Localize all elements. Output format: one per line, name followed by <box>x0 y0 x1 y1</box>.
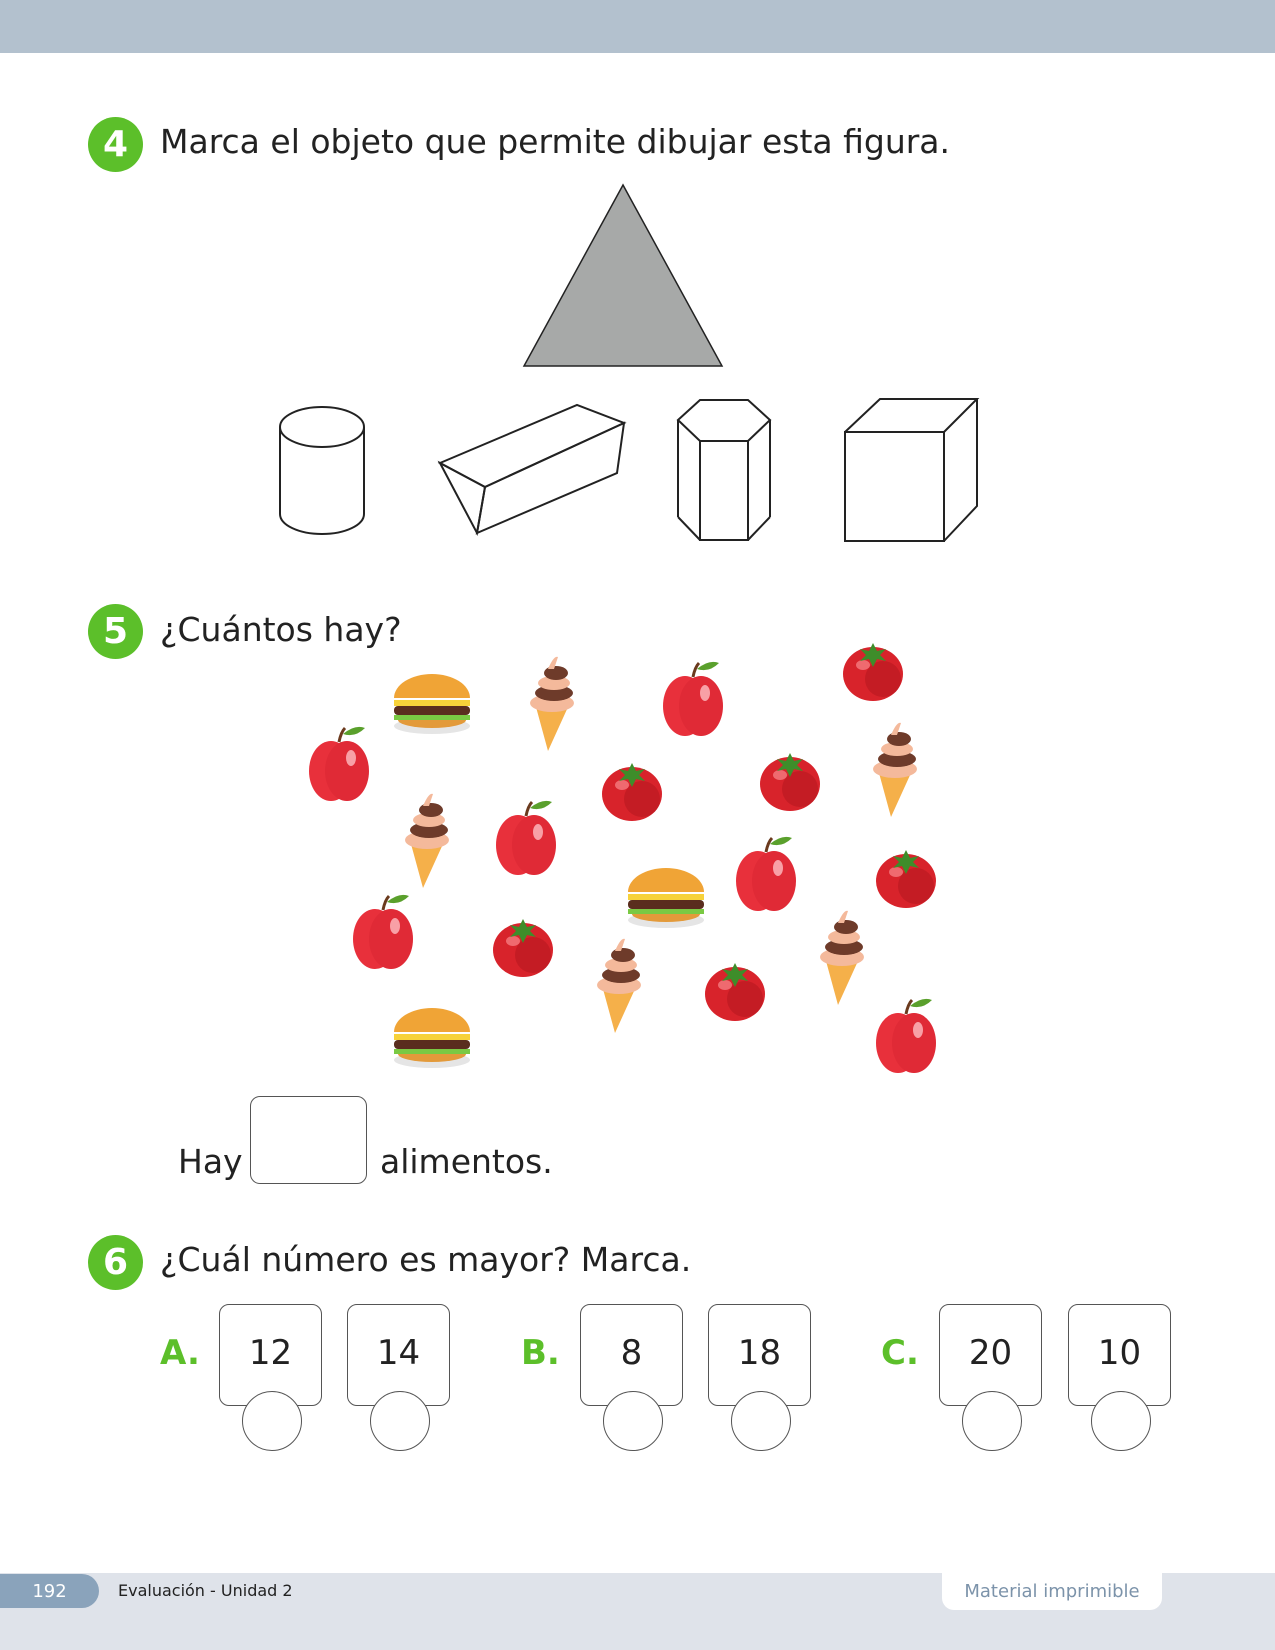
tomato-icon <box>602 763 662 821</box>
apple-icon <box>876 998 936 1073</box>
ice-cream-icon <box>873 722 917 817</box>
count-answer-box[interactable] <box>250 1096 367 1184</box>
option-a-checkbox-2[interactable] <box>370 1391 430 1451</box>
hexagonal-prism-option[interactable] <box>676 399 772 541</box>
page-number: 192 <box>0 1574 99 1608</box>
apple-icon <box>736 836 796 911</box>
burger-icon <box>394 674 470 734</box>
shapes-figure <box>279 183 980 542</box>
option-c-checkbox-2[interactable] <box>1091 1391 1151 1451</box>
printable-material-tab: Material imprimible <box>942 1573 1162 1610</box>
option-b-checkbox-1[interactable] <box>603 1391 663 1451</box>
cylinder-option[interactable] <box>279 406 365 535</box>
footer-unit: Evaluación - Unidad 2 <box>118 1581 293 1600</box>
option-a-label: A. <box>160 1333 200 1373</box>
cube-option[interactable] <box>844 398 980 542</box>
food-items <box>309 643 936 1073</box>
apple-icon <box>309 726 369 801</box>
tomato-icon <box>760 753 820 811</box>
option-a-number-2: 14 <box>347 1304 450 1406</box>
question-4-text: Marca el objeto que permite dibujar esta… <box>160 122 951 161</box>
burger-icon <box>628 868 704 928</box>
question-number-5: 5 <box>88 604 143 659</box>
tomato-icon <box>876 850 936 908</box>
top-bar <box>0 0 1275 53</box>
apple-icon <box>663 661 723 736</box>
triangle-figure <box>522 183 724 367</box>
option-a-checkbox-1[interactable] <box>242 1391 302 1451</box>
option-b-checkbox-2[interactable] <box>731 1391 791 1451</box>
question-number-4: 4 <box>88 117 143 172</box>
option-a-number-1: 12 <box>219 1304 322 1406</box>
ice-cream-icon <box>530 656 574 751</box>
option-c-checkbox-1[interactable] <box>962 1391 1022 1451</box>
ice-cream-icon <box>597 938 641 1033</box>
ice-cream-icon <box>820 910 864 1005</box>
apple-icon <box>353 894 413 969</box>
tomato-icon <box>705 963 765 1021</box>
option-b-number-2: 18 <box>708 1304 811 1406</box>
triangular-prism-option[interactable] <box>437 403 627 537</box>
option-b-label: B. <box>521 1333 560 1373</box>
burger-icon <box>394 1008 470 1068</box>
question-5-text: ¿Cuántos hay? <box>160 610 402 649</box>
option-c-label: C. <box>881 1333 919 1373</box>
option-c-number-1: 20 <box>939 1304 1042 1406</box>
option-b-number-1: 8 <box>580 1304 683 1406</box>
tomato-icon <box>493 919 553 977</box>
question-number-6: 6 <box>88 1235 143 1290</box>
option-c-number-2: 10 <box>1068 1304 1171 1406</box>
alimentos-label: alimentos. <box>380 1142 553 1181</box>
apple-icon <box>496 800 556 875</box>
ice-cream-icon <box>405 793 449 888</box>
tomato-icon <box>843 643 903 701</box>
question-6-text: ¿Cuál número es mayor? Marca. <box>160 1240 692 1279</box>
hay-label: Hay <box>178 1142 243 1181</box>
